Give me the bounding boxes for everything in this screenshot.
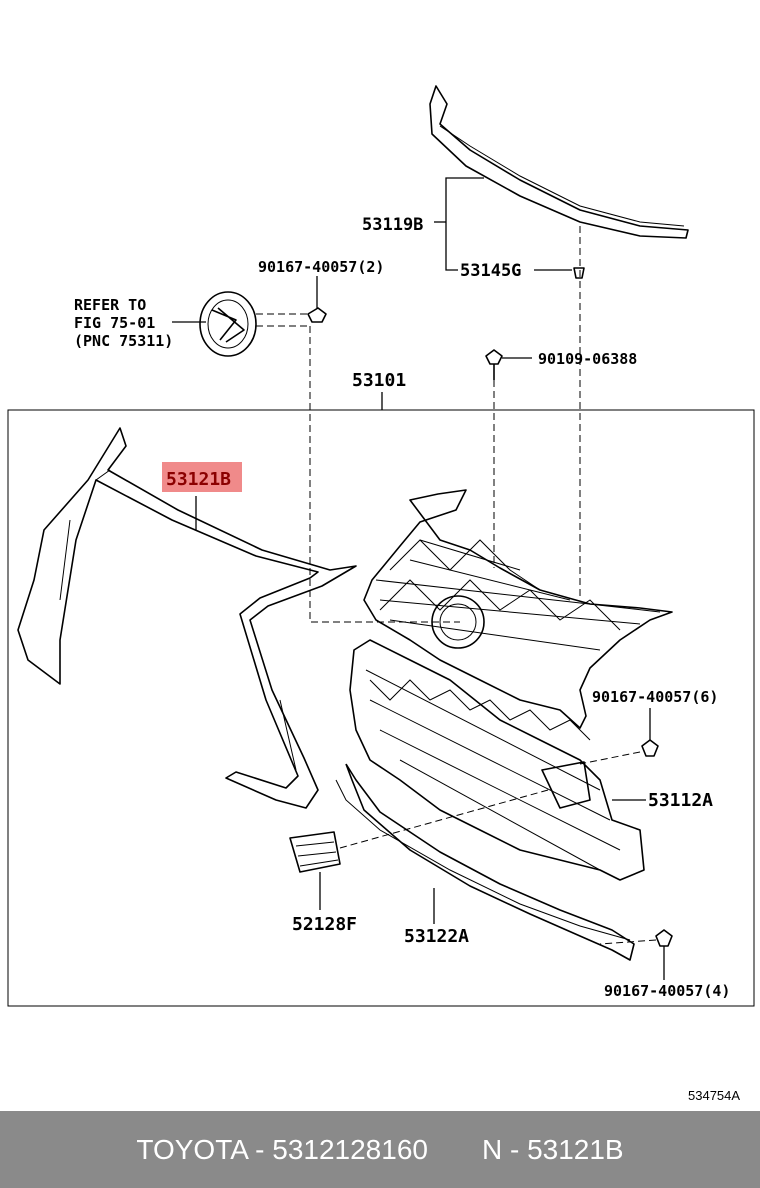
refer-line-1: REFER TO (74, 296, 146, 314)
nut-90167-6 (641, 739, 659, 757)
lower-moulding-part (335, 763, 635, 961)
upper-moulding-part (429, 85, 689, 239)
label-90109: 90109-06388 (538, 350, 637, 368)
parts-diagram: 53119B 53145G 90167-40057(2) REFER TO FI… (7, 85, 755, 1103)
label-90167-4: 90167-40057(4) (604, 982, 730, 1000)
footer-brand-part-number: TOYOTA - 5312128160 (136, 1133, 428, 1165)
label-53112a: 53112A (648, 790, 713, 811)
bolt-90109 (485, 349, 503, 380)
label-53145g: 53145G (460, 261, 521, 281)
highlight-53121b (162, 462, 242, 492)
footer-pnc: N - 53121B (481, 1133, 624, 1165)
main-grille-part (363, 489, 673, 729)
footer-bar: TOYOTA - 5312128160 N - 53121B (0, 1111, 760, 1188)
label-52128f: 52128F (292, 914, 357, 935)
nut-90167-4 (655, 929, 673, 947)
refer-line-3: (PNC 75311) (74, 332, 173, 350)
moulding-53121b-part (17, 427, 357, 809)
diagram-code: 534754A (688, 1088, 740, 1103)
label-53119b: 53119B (362, 215, 423, 235)
assembly-frame (7, 409, 755, 1007)
label-53101: 53101 (352, 370, 406, 391)
clip-53145g-part (573, 267, 585, 279)
refer-line-2: FIG 75-01 (74, 314, 155, 332)
lower-grille-part (349, 639, 645, 881)
label-90167-6: 90167-40057(6) (592, 688, 718, 706)
cover-52128f-part (289, 831, 341, 873)
emblem-part (199, 291, 257, 357)
label-53121b: 53121B (166, 469, 231, 490)
label-90167-2: 90167-40057(2) (258, 258, 384, 276)
label-53122a: 53122A (404, 926, 469, 947)
nut-90167-2 (307, 307, 327, 323)
bracket-53119b (445, 177, 484, 271)
